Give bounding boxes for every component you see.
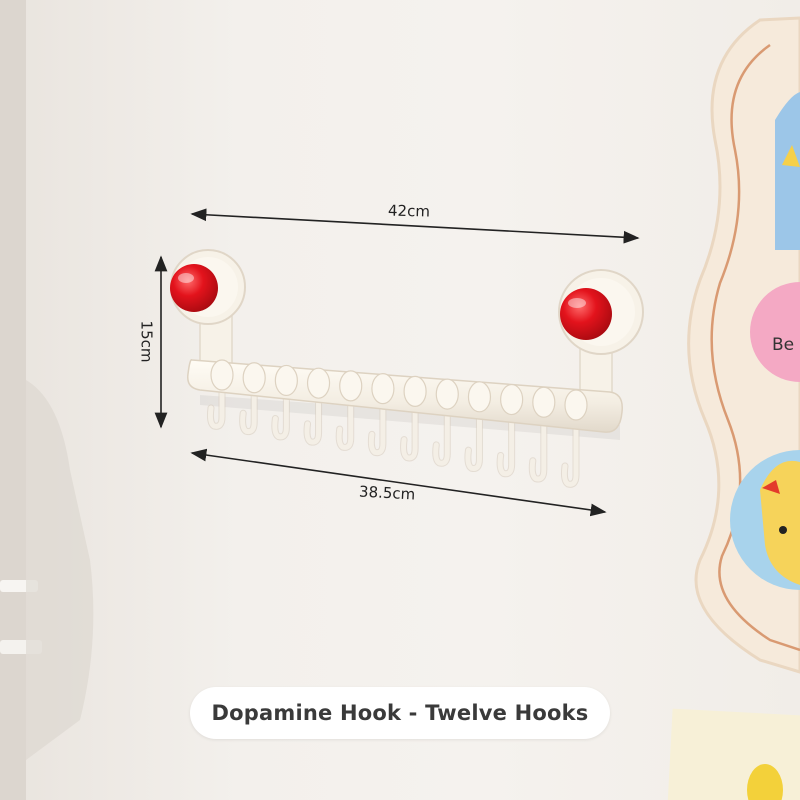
dimension-arrow-bottom bbox=[190, 448, 607, 517]
hook-collar bbox=[467, 381, 492, 413]
caption-text: Dopamine Hook - Twelve Hooks bbox=[211, 701, 589, 725]
hook-collar bbox=[371, 373, 395, 405]
red-knob-left bbox=[170, 264, 218, 312]
hook bbox=[401, 390, 418, 461]
dimension-arrow-top bbox=[190, 208, 640, 244]
caption-pill: Dopamine Hook - Twelve Hooks bbox=[190, 687, 610, 739]
hook bbox=[240, 377, 257, 435]
hook-collars bbox=[210, 359, 588, 421]
sticky-note bbox=[667, 708, 800, 800]
hook-collar bbox=[564, 389, 588, 421]
window-blue bbox=[775, 92, 800, 250]
hook bbox=[497, 399, 515, 477]
fridge-edge bbox=[0, 0, 94, 800]
pink-circle bbox=[750, 282, 800, 382]
hook-collar bbox=[274, 364, 298, 397]
hook-collar bbox=[403, 375, 427, 407]
dimension-label-bottom-width: 38.5cm bbox=[358, 482, 416, 504]
dimension-label-top-width: 42cm bbox=[387, 201, 431, 221]
hook-collar bbox=[242, 362, 266, 394]
hook-collar bbox=[306, 367, 331, 399]
dimension-label-height: 15cm bbox=[137, 320, 156, 363]
red-knob-right bbox=[560, 288, 612, 340]
hook bbox=[433, 393, 450, 466]
hook-collar bbox=[500, 383, 524, 416]
hook bbox=[207, 374, 225, 429]
hook bbox=[304, 382, 322, 445]
hook-collar bbox=[210, 359, 234, 391]
hook bbox=[465, 396, 482, 471]
hook bbox=[272, 379, 289, 440]
hook-collar bbox=[435, 378, 459, 410]
decor-board bbox=[687, 16, 800, 674]
hook bbox=[529, 401, 547, 482]
hook bbox=[561, 404, 579, 487]
hook bbox=[368, 388, 386, 456]
hook-collar bbox=[339, 370, 363, 402]
hook-group bbox=[206, 373, 580, 488]
hook-collar bbox=[532, 386, 556, 418]
decor-board-text: Be bbox=[772, 335, 795, 355]
hook bbox=[336, 385, 354, 450]
